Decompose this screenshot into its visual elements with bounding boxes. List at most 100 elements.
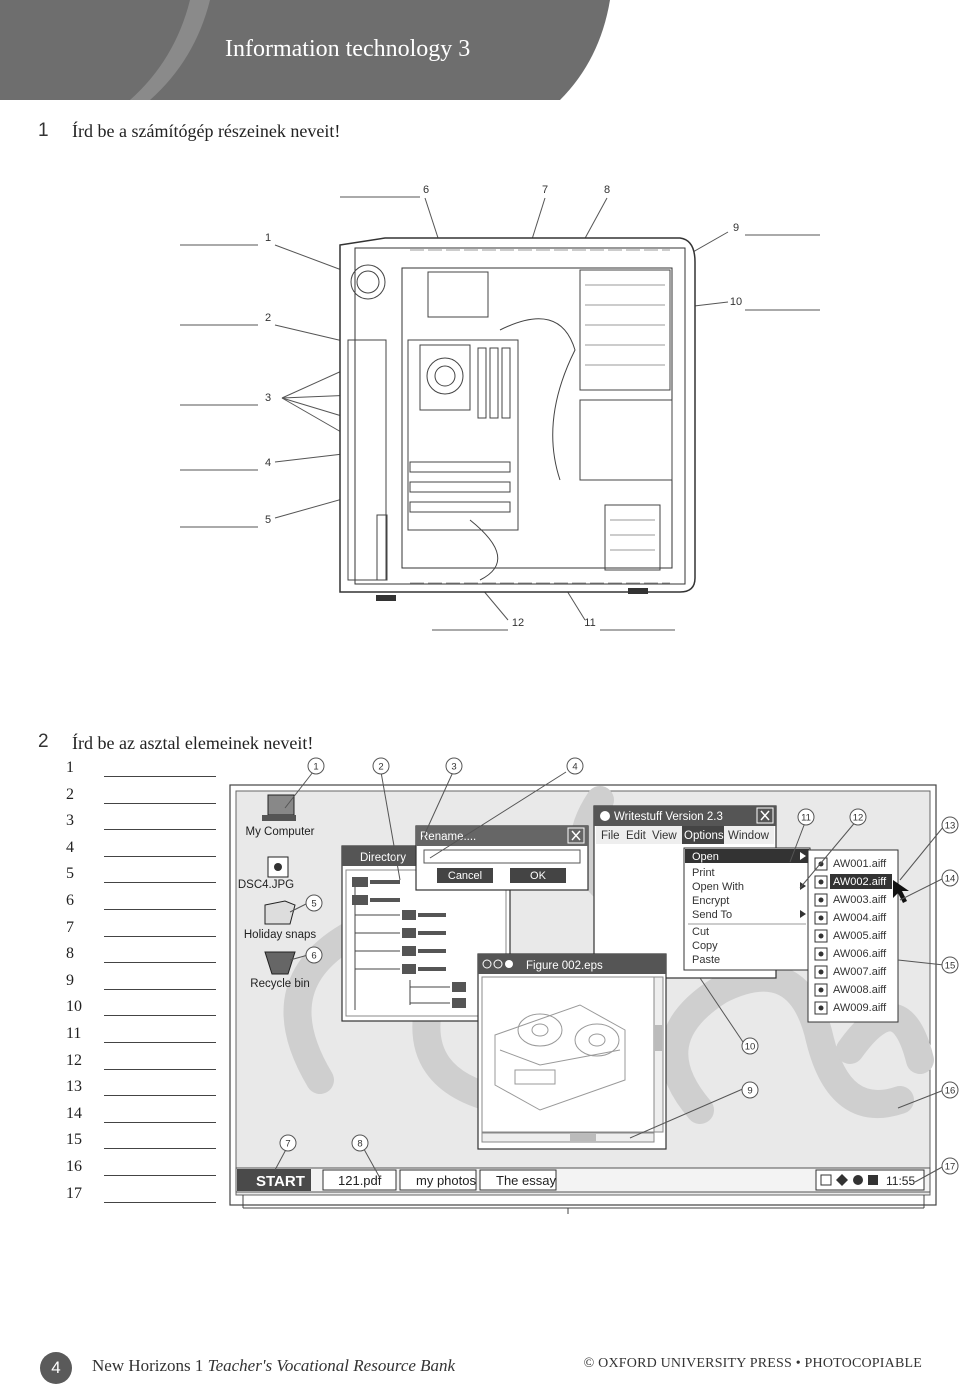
answer-line[interactable]: 13 bbox=[66, 1078, 216, 1098]
rename-dialog[interactable] bbox=[415, 825, 589, 891]
answer-blank[interactable] bbox=[104, 1121, 216, 1123]
answer-blank[interactable] bbox=[104, 855, 216, 857]
answer-line[interactable]: 10 bbox=[66, 998, 216, 1018]
rename-ok-button[interactable] bbox=[510, 868, 566, 883]
context-send-to[interactable]: Send To bbox=[692, 909, 732, 921]
vertical-scrollbar[interactable] bbox=[653, 976, 664, 1133]
answer-blank[interactable] bbox=[104, 1148, 216, 1150]
answer-line[interactable]: 8 bbox=[66, 945, 216, 965]
answer-blank[interactable] bbox=[104, 1042, 216, 1043]
menu-edit[interactable]: Edit bbox=[626, 830, 647, 842]
menu-file[interactable]: File bbox=[601, 830, 620, 842]
answer-line[interactable]: 14 bbox=[66, 1105, 216, 1125]
file-item[interactable]: AW003.aiff bbox=[833, 894, 887, 906]
answer-blank[interactable] bbox=[104, 1068, 216, 1070]
callout-label: 7 bbox=[285, 1139, 290, 1150]
taskbar-item[interactable] bbox=[322, 1169, 397, 1191]
taskbar[interactable] bbox=[235, 1167, 931, 1193]
answer-number: 2 bbox=[66, 785, 74, 803]
answer-blank[interactable] bbox=[104, 1201, 216, 1203]
answer-blank[interactable] bbox=[104, 988, 216, 990]
answer-line[interactable]: 9 bbox=[66, 972, 216, 992]
answer-number: 13 bbox=[66, 1078, 82, 1096]
answer-blank[interactable] bbox=[104, 962, 216, 964]
answer-blank[interactable] bbox=[104, 829, 216, 831]
clock: 11:55 bbox=[886, 1174, 915, 1188]
context-copy[interactable]: Copy bbox=[692, 940, 718, 952]
context-paste[interactable]: Paste bbox=[692, 954, 720, 966]
answer-line[interactable]: 5 bbox=[66, 865, 216, 885]
menu-view[interactable]: View bbox=[652, 830, 677, 842]
audio-file-dot bbox=[818, 987, 824, 993]
my-computer-icon[interactable] bbox=[262, 794, 296, 821]
callout-label: 13 bbox=[945, 821, 956, 832]
callout-label: 11 bbox=[801, 813, 811, 824]
recycle-bin-label: Recycle bin bbox=[250, 978, 309, 990]
file-item[interactable]: AW004.aiff bbox=[833, 912, 887, 924]
taskbar-item-label: my photos bbox=[416, 1173, 476, 1188]
figure-title: Figure 002.eps bbox=[526, 960, 603, 972]
header-band bbox=[0, 0, 610, 100]
horizontal-scrollbar[interactable] bbox=[481, 1132, 655, 1143]
rename-input[interactable] bbox=[423, 849, 581, 864]
answer-line[interactable]: 11 bbox=[66, 1025, 216, 1045]
callout-circle bbox=[941, 816, 959, 834]
recycle-bin-icon[interactable] bbox=[264, 951, 296, 975]
case-label-2: 2 bbox=[265, 312, 271, 324]
image-file-icon[interactable] bbox=[267, 856, 289, 878]
file-item[interactable]: AW001.aiff bbox=[833, 858, 887, 870]
folder-icon[interactable] bbox=[264, 900, 296, 925]
answer-line[interactable]: 12 bbox=[66, 1052, 216, 1072]
answer-blank[interactable] bbox=[104, 909, 216, 910]
answer-blank[interactable] bbox=[104, 776, 216, 777]
callout-label: 9 bbox=[747, 1086, 752, 1097]
audio-file-dot bbox=[818, 897, 824, 903]
callout-label: 17 bbox=[945, 1162, 956, 1173]
callout-circle bbox=[279, 1134, 297, 1152]
answer-line[interactable]: 16 bbox=[66, 1158, 216, 1178]
figure-window[interactable] bbox=[477, 953, 667, 1150]
taskbar-item[interactable] bbox=[479, 1169, 557, 1191]
rename-cancel-button[interactable] bbox=[437, 868, 493, 883]
answer-line[interactable]: 4 bbox=[66, 839, 216, 859]
callout-label: 8 bbox=[357, 1139, 362, 1150]
answer-line[interactable]: 15 bbox=[66, 1131, 216, 1151]
menu-window[interactable]: Window bbox=[728, 830, 770, 842]
callout-circle bbox=[941, 1157, 959, 1175]
file-item-selected[interactable]: AW002.aiff bbox=[833, 876, 887, 888]
file-item[interactable]: AW005.aiff bbox=[833, 930, 887, 942]
answer-blank[interactable] bbox=[104, 882, 216, 884]
answer-blank[interactable] bbox=[104, 1015, 216, 1017]
callout-label: 2 bbox=[378, 762, 383, 773]
answer-blank[interactable] bbox=[104, 1095, 216, 1097]
file-item[interactable]: AW008.aiff bbox=[833, 984, 887, 996]
taskbar-item[interactable] bbox=[399, 1169, 477, 1191]
context-encrypt[interactable]: Encrypt bbox=[692, 895, 729, 907]
context-cut[interactable]: Cut bbox=[692, 926, 709, 938]
answer-line[interactable]: 1 bbox=[66, 759, 216, 779]
answer-blank[interactable] bbox=[104, 802, 216, 804]
answer-blank[interactable] bbox=[104, 935, 216, 937]
answer-number: 6 bbox=[66, 892, 74, 909]
case-label-1: 1 bbox=[265, 232, 271, 244]
answer-number: 1 bbox=[66, 759, 74, 776]
start-button[interactable] bbox=[237, 1169, 311, 1191]
answer-line[interactable]: 17 bbox=[66, 1185, 216, 1205]
answer-blank[interactable] bbox=[104, 1175, 216, 1176]
answer-number: 5 bbox=[66, 865, 74, 883]
answer-line[interactable]: 3 bbox=[66, 812, 216, 832]
answer-line[interactable]: 7 bbox=[66, 919, 216, 939]
exercise-1-instruction: Írd be a számítógép részeinek neveit! bbox=[72, 121, 341, 141]
menu-options[interactable]: Options bbox=[684, 830, 724, 842]
context-print[interactable]: Print bbox=[692, 867, 715, 879]
context-menu[interactable] bbox=[683, 847, 811, 971]
answer-number: 8 bbox=[66, 945, 74, 963]
file-item[interactable]: AW009.aiff bbox=[833, 1002, 887, 1014]
file-item[interactable]: AW006.aiff bbox=[833, 948, 887, 960]
context-open[interactable]: Open bbox=[692, 851, 719, 863]
context-open-with[interactable]: Open With bbox=[692, 881, 744, 893]
file-item[interactable]: AW007.aiff bbox=[833, 966, 887, 978]
holiday-snaps-label: Holiday snaps bbox=[244, 929, 316, 941]
answer-line[interactable]: 2 bbox=[66, 786, 216, 806]
answer-line[interactable]: 6 bbox=[66, 892, 216, 912]
